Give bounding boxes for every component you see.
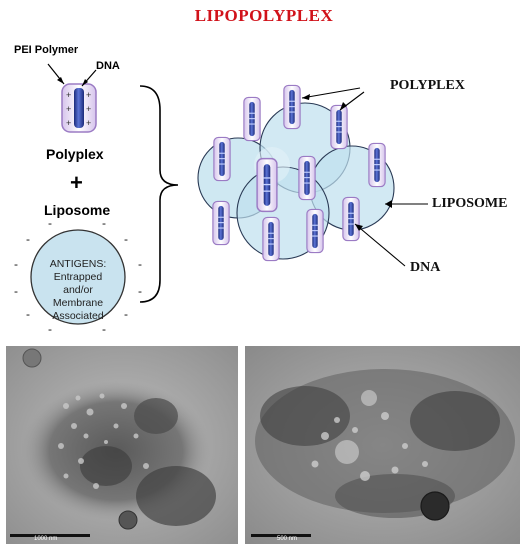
svg-text:+: + [86, 118, 91, 128]
polyplex-label-left: Polyplex [46, 146, 104, 162]
antigens-line: Associated [52, 310, 104, 322]
svg-text:-: - [14, 257, 18, 271]
svg-text:-: - [48, 216, 52, 230]
dna-label-left: DNA [96, 60, 120, 72]
micrograph-right: 500 nm [245, 346, 520, 544]
antigens-text: ANTIGENS: Entrapped and/or Membrane Asso… [38, 258, 118, 323]
scale-bar-label-left: 1000 nm [34, 536, 58, 542]
negative-charges: - - - - - - - - - - - - [14, 216, 142, 336]
scale-bar-label-right: 500 nm [277, 536, 298, 542]
diagram-title: LIPOPOLYPLEX [194, 6, 334, 25]
bracket [139, 85, 179, 303]
liposome-label-left: Liposome [44, 202, 111, 218]
svg-text:-: - [102, 216, 106, 230]
svg-text:+: + [66, 118, 71, 128]
dna-arrow-right [354, 223, 406, 267]
antigens-line: ANTIGENS: [49, 258, 107, 270]
svg-text:-: - [124, 232, 128, 246]
micrograph-left: 1000 nm [6, 346, 238, 544]
dna-label-right: DNA [410, 260, 441, 275]
svg-text:+: + [86, 104, 91, 114]
svg-text:+: + [66, 90, 71, 100]
liposome-label-right: LIPOSOME [432, 196, 508, 211]
svg-text:-: - [14, 284, 18, 298]
pei-arrow [47, 63, 65, 85]
svg-text:-: - [26, 307, 30, 321]
liposome-arrow [385, 200, 428, 208]
pei-polymer-label: PEI Polymer [14, 44, 79, 56]
svg-text:+: + [66, 104, 71, 114]
antigens-line: Membrane [52, 297, 104, 309]
antigens-line: and/or [63, 284, 93, 296]
liposome-antigen-circle [30, 229, 126, 325]
svg-text:-: - [138, 257, 142, 271]
dna-arrow-left [81, 69, 97, 87]
svg-text:-: - [48, 322, 52, 336]
polyplex-icon: + + + + + + [61, 83, 97, 133]
plus-sign: + [70, 170, 83, 195]
svg-text:+: + [86, 90, 91, 100]
antigens-line: Entrapped [53, 271, 103, 283]
svg-text:-: - [138, 284, 142, 298]
svg-text:-: - [124, 307, 128, 321]
svg-text:-: - [102, 322, 106, 336]
polyplex-label-right: POLYPLEX [390, 78, 465, 93]
svg-text:-: - [26, 232, 30, 246]
